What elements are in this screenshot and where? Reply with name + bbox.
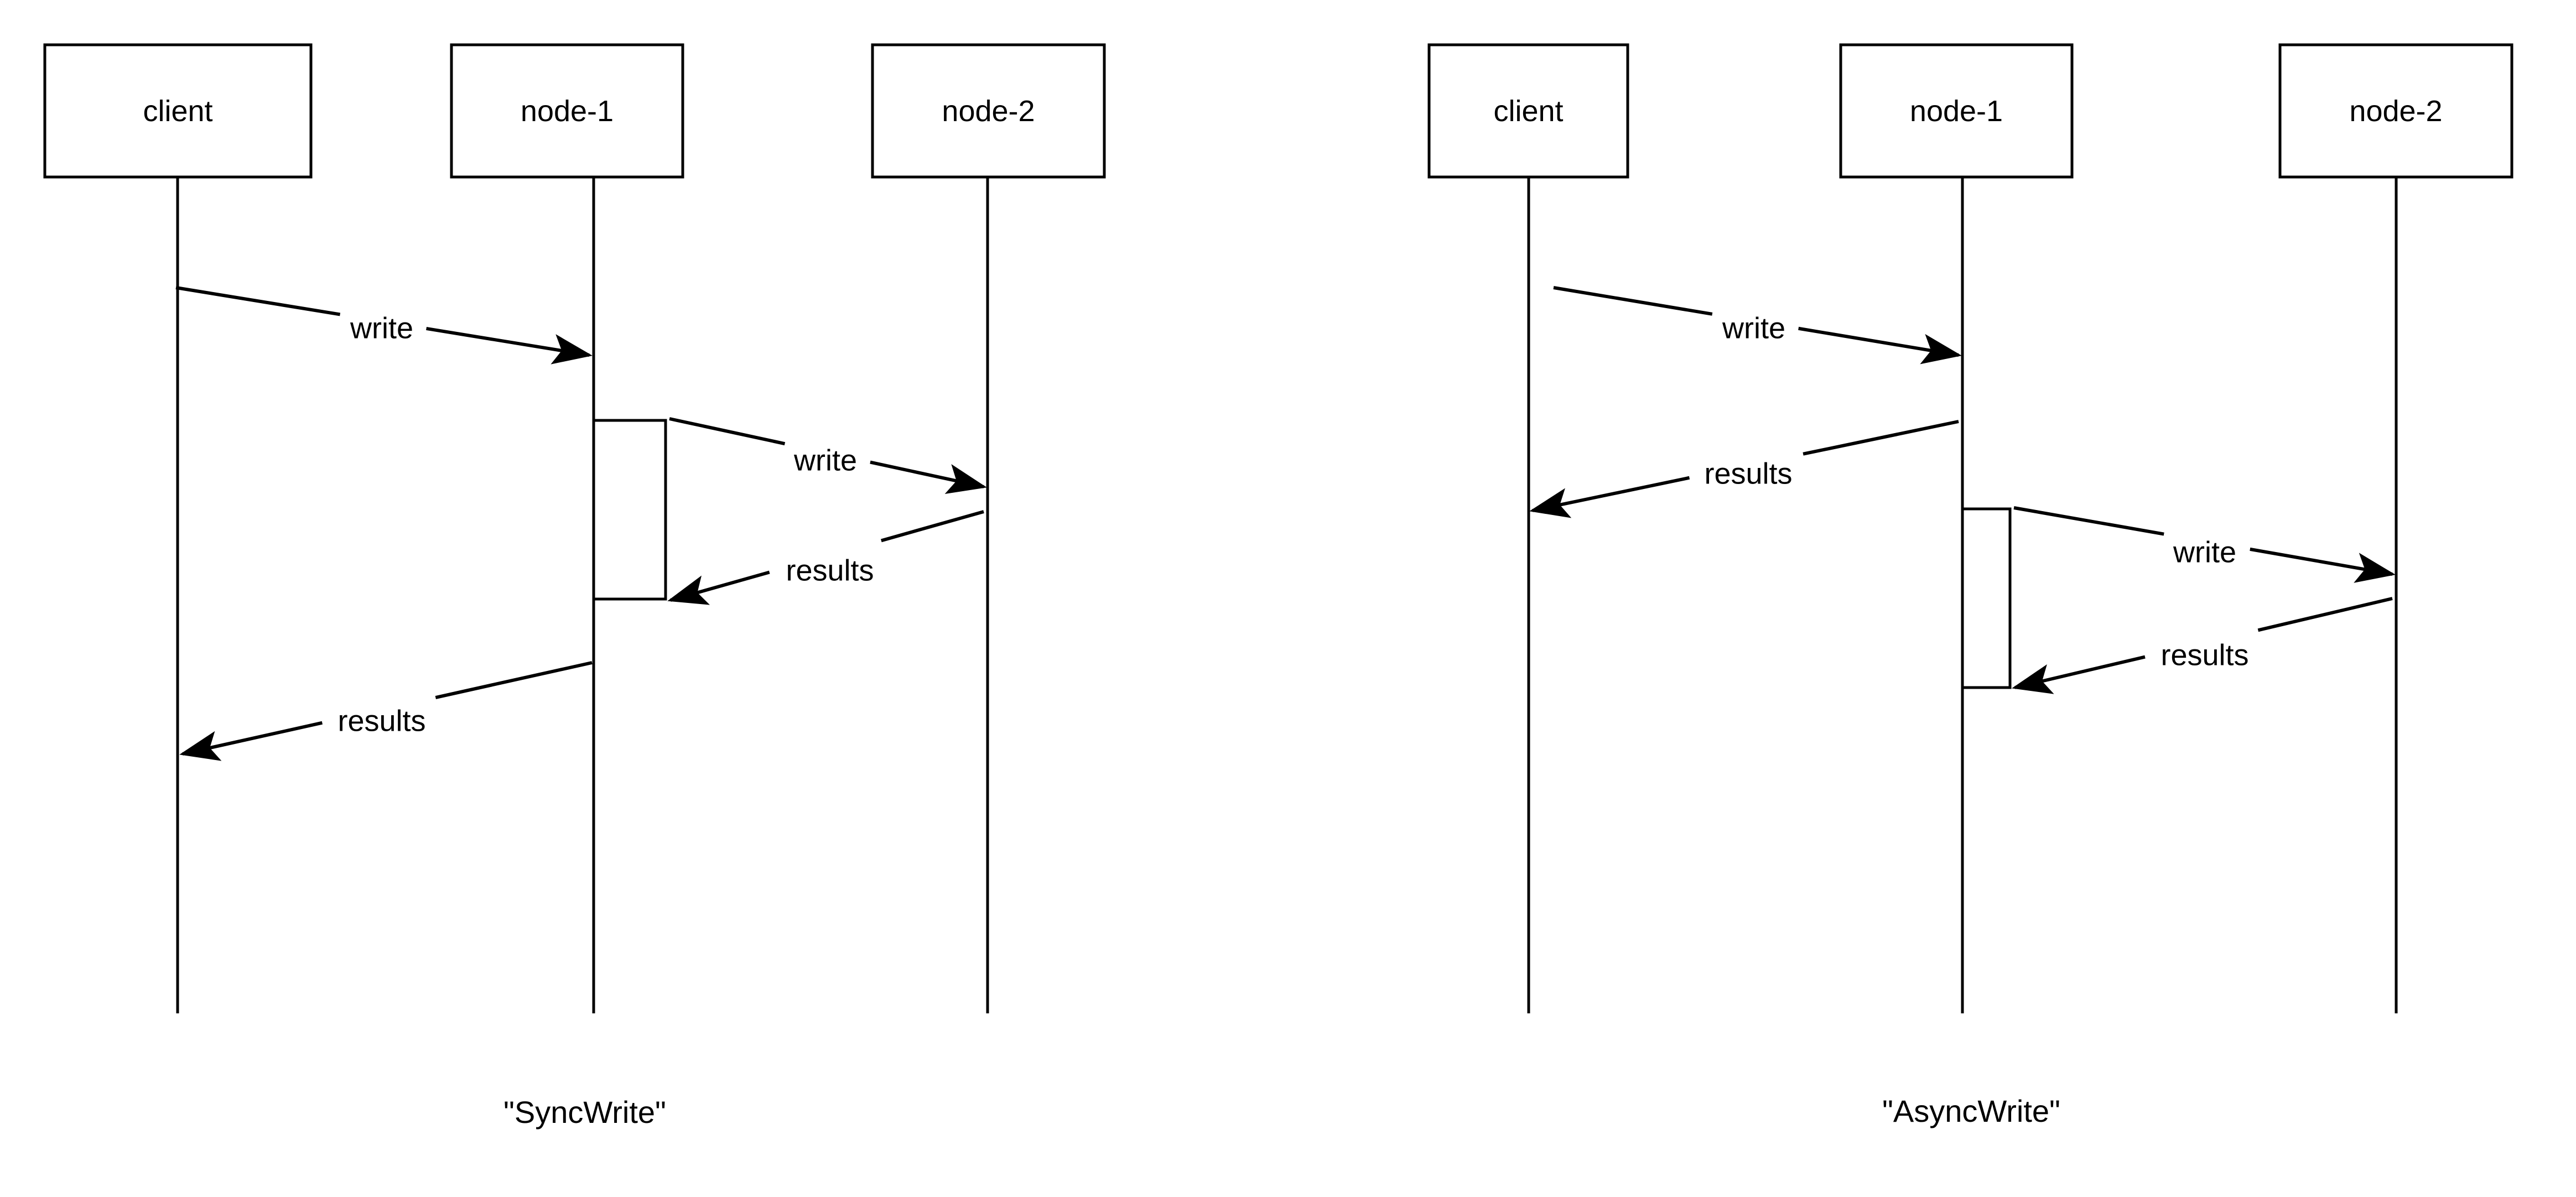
message-label-node1-write-node2: write	[793, 444, 857, 477]
participant-label-node-1: node-1	[1910, 95, 2003, 128]
participant-client[interactable]: client	[1427, 43, 1629, 1013]
message-arrow-client-write-node1	[426, 326, 593, 365]
message-line-start-node2-results-node1	[2257, 597, 2393, 632]
message-node1-results-client[interactable]: results	[179, 661, 593, 761]
message-client-write-node1[interactable]: write	[1553, 286, 1962, 365]
message-node1-write-node2[interactable]: write	[2013, 506, 2396, 583]
message-line-start-node1-results-client	[1803, 420, 1959, 456]
message-client-write-node1[interactable]: write	[175, 286, 593, 365]
participant-label-node-1: node-1	[521, 95, 614, 128]
message-label-node1-write-node2: write	[2173, 535, 2236, 569]
participant-box-node-1[interactable]	[450, 43, 684, 179]
message-arrow-node2-results-node1	[2012, 655, 2146, 694]
message-arrow-node1-write-node2	[870, 460, 987, 495]
message-line-start-node1-results-client	[435, 661, 593, 699]
participant-box-client[interactable]	[1427, 43, 1629, 179]
participant-label-node-2: node-2	[2349, 95, 2442, 128]
participant-node-2[interactable]: node-2	[2278, 43, 2513, 1013]
diagram-layer: client node-1 node-2 write write results resul…	[43, 43, 2513, 1130]
diagram-caption-async-write: "AsyncWrite"	[1882, 1094, 2060, 1128]
message-node2-results-node1[interactable]: results	[667, 510, 984, 605]
message-line-start-node2-results-node1	[881, 510, 984, 543]
participant-node-1[interactable]: node-1	[1839, 43, 2074, 1013]
activation-bar-node-1-activation	[1961, 507, 2012, 689]
message-arrow-node1-results-client	[1529, 476, 1690, 518]
participant-box-node-2[interactable]	[2278, 43, 2513, 179]
sequence-diagram-sync-write: client node-1 node-2 write write results resul…	[43, 43, 1106, 1130]
participant-label-node-2: node-2	[942, 95, 1035, 128]
participant-client[interactable]: client	[43, 43, 313, 1013]
participant-node-1[interactable]: node-1	[450, 43, 684, 1013]
message-label-client-write-node1: write	[1722, 311, 1785, 345]
message-line-start-node1-write-node2	[669, 417, 786, 446]
message-label-node2-results-node1: results	[786, 554, 874, 587]
participant-box-node-2[interactable]	[871, 43, 1106, 179]
sequence-diagram-async-write: client node-1 node-2 write results write resul…	[1427, 43, 2513, 1128]
participant-label-client: client	[1493, 95, 1563, 128]
message-node1-write-node2[interactable]: write	[669, 417, 987, 495]
participant-label-client: client	[143, 95, 212, 128]
message-label-node2-results-node1: results	[2160, 638, 2248, 672]
diagram-caption-sync-write: "SyncWrite"	[503, 1095, 666, 1130]
message-arrow-node1-write-node2	[2250, 547, 2396, 583]
message-line-start-node1-write-node2	[2013, 506, 2164, 536]
message-label-node1-results-client: results	[337, 704, 425, 737]
message-label-node1-results-client: results	[1704, 457, 1792, 490]
participant-box-node-1[interactable]	[1839, 43, 2074, 179]
participant-node-2[interactable]: node-2	[871, 43, 1106, 1013]
message-node1-results-client[interactable]: results	[1529, 420, 1959, 518]
message-arrow-client-write-node1	[1798, 326, 1962, 365]
message-label-client-write-node1: write	[350, 311, 413, 345]
message-node2-results-node1[interactable]: results	[2012, 597, 2393, 694]
message-line-start-client-write-node1	[1553, 286, 1713, 316]
message-arrow-node2-results-node1	[667, 570, 770, 605]
activation-bar-node-1-activation	[592, 419, 667, 601]
message-arrow-node1-results-client	[179, 721, 323, 761]
participant-box-client[interactable]	[43, 43, 313, 179]
message-line-start-client-write-node1	[175, 286, 341, 316]
